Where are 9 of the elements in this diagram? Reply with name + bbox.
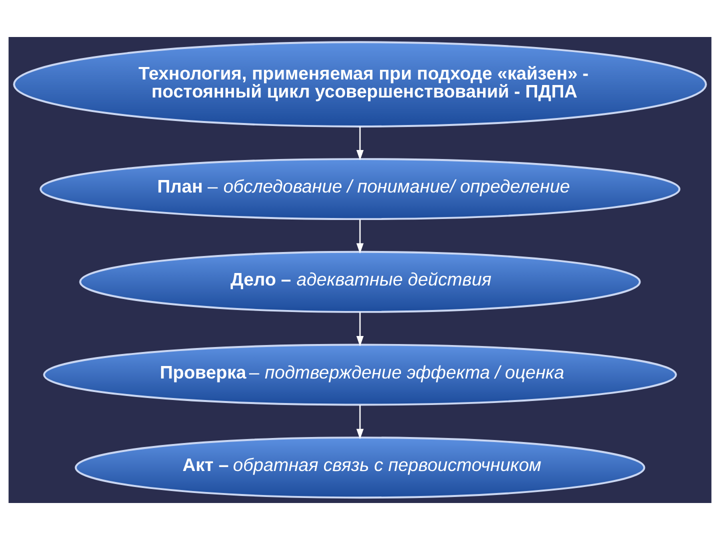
arrow: [356, 312, 364, 346]
node-ellipse: План – обследование / понимание/ определение: [40, 158, 680, 220]
arrow: [356, 405, 364, 440]
arrow: [356, 219, 364, 254]
arrow: [356, 126, 364, 160]
node-ellipse: Акт – обратная связь с первоисточником: [74, 436, 646, 499]
node-ellipse: Проверка – подтверждение эффекта / оценка: [43, 344, 677, 406]
node-ellipse: Дело – адекватные действия: [79, 250, 641, 313]
node-ellipse: Технология, применяемая при подходе «кайзен» - постоянный цикл усовершенствований - ПДПА: [13, 41, 707, 128]
